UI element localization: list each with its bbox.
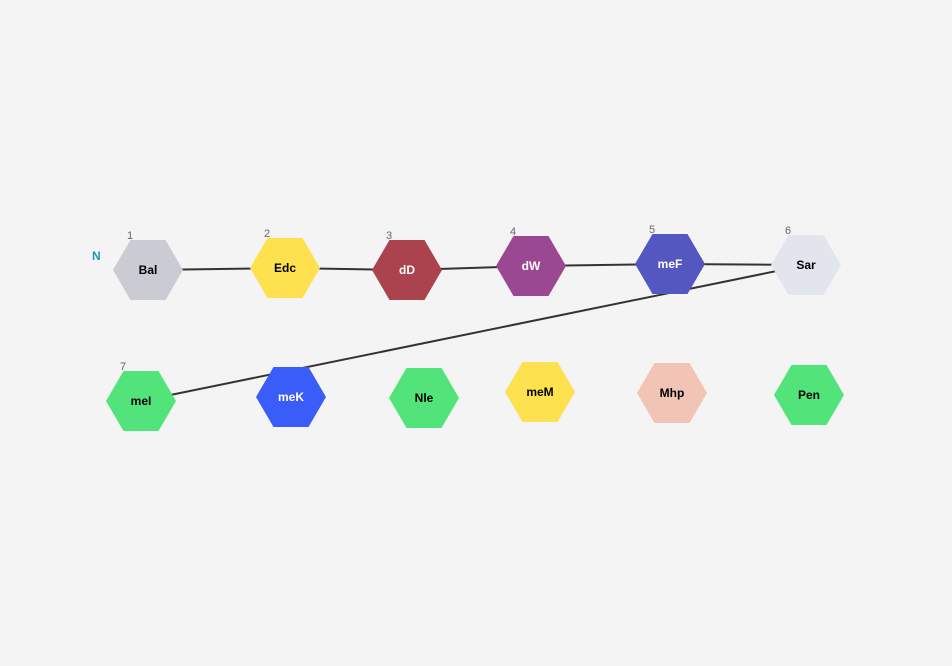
node-meF[interactable]: meF 5 bbox=[635, 224, 705, 294]
node-hexagon[interactable] bbox=[106, 371, 176, 431]
node-label: meK bbox=[278, 390, 304, 404]
node-Pen[interactable]: Pen bbox=[774, 365, 844, 425]
node-label: Pen bbox=[798, 388, 820, 402]
node-index-label: 2 bbox=[264, 228, 270, 240]
node-Edc[interactable]: Edc 2 bbox=[250, 228, 320, 298]
node-meK[interactable]: meK bbox=[256, 367, 326, 427]
n-terminus-label: N bbox=[92, 249, 101, 263]
edges-layer bbox=[140, 263, 807, 402]
node-hexagon[interactable] bbox=[113, 240, 183, 300]
node-hexagon[interactable] bbox=[372, 240, 442, 300]
node-hexagon[interactable] bbox=[505, 362, 575, 422]
edge-Sar-meI bbox=[140, 264, 807, 402]
node-hexagon[interactable] bbox=[774, 365, 844, 425]
node-Bal[interactable]: Bal 1 bbox=[113, 230, 183, 300]
node-hexagon[interactable] bbox=[250, 238, 320, 298]
node-Nle[interactable]: Nle bbox=[389, 368, 459, 428]
node-hexagon[interactable] bbox=[635, 234, 705, 294]
node-index-label: 6 bbox=[785, 225, 791, 237]
node-label: dW bbox=[522, 259, 541, 273]
node-Mhp[interactable]: Mhp bbox=[637, 363, 707, 423]
node-index-label: 4 bbox=[510, 226, 516, 238]
node-meM[interactable]: meM bbox=[505, 362, 575, 422]
node-Sar[interactable]: Sar 6 bbox=[771, 225, 841, 295]
node-label: meF bbox=[658, 257, 683, 271]
node-hexagon[interactable] bbox=[496, 236, 566, 296]
node-index-label: 3 bbox=[386, 230, 392, 242]
node-hexagon[interactable] bbox=[389, 368, 459, 428]
node-meI[interactable]: meI 7 bbox=[106, 361, 176, 431]
node-hexagon[interactable] bbox=[256, 367, 326, 427]
node-label: Bal bbox=[139, 263, 158, 277]
node-dW[interactable]: dW 4 bbox=[496, 226, 566, 296]
node-hexagon[interactable] bbox=[771, 235, 841, 295]
node-index-label: 5 bbox=[649, 224, 655, 236]
node-label: Mhp bbox=[660, 386, 685, 400]
node-label: Edc bbox=[274, 261, 296, 275]
node-label: dD bbox=[399, 263, 415, 277]
node-dD[interactable]: dD 3 bbox=[372, 230, 442, 300]
node-label: meM bbox=[526, 385, 553, 399]
node-index-label: 1 bbox=[127, 230, 133, 242]
node-label: Nle bbox=[415, 391, 434, 405]
node-label: meI bbox=[131, 394, 152, 408]
node-label: Sar bbox=[796, 258, 816, 272]
node-index-label: 7 bbox=[120, 361, 126, 373]
node-hexagon[interactable] bbox=[637, 363, 707, 423]
